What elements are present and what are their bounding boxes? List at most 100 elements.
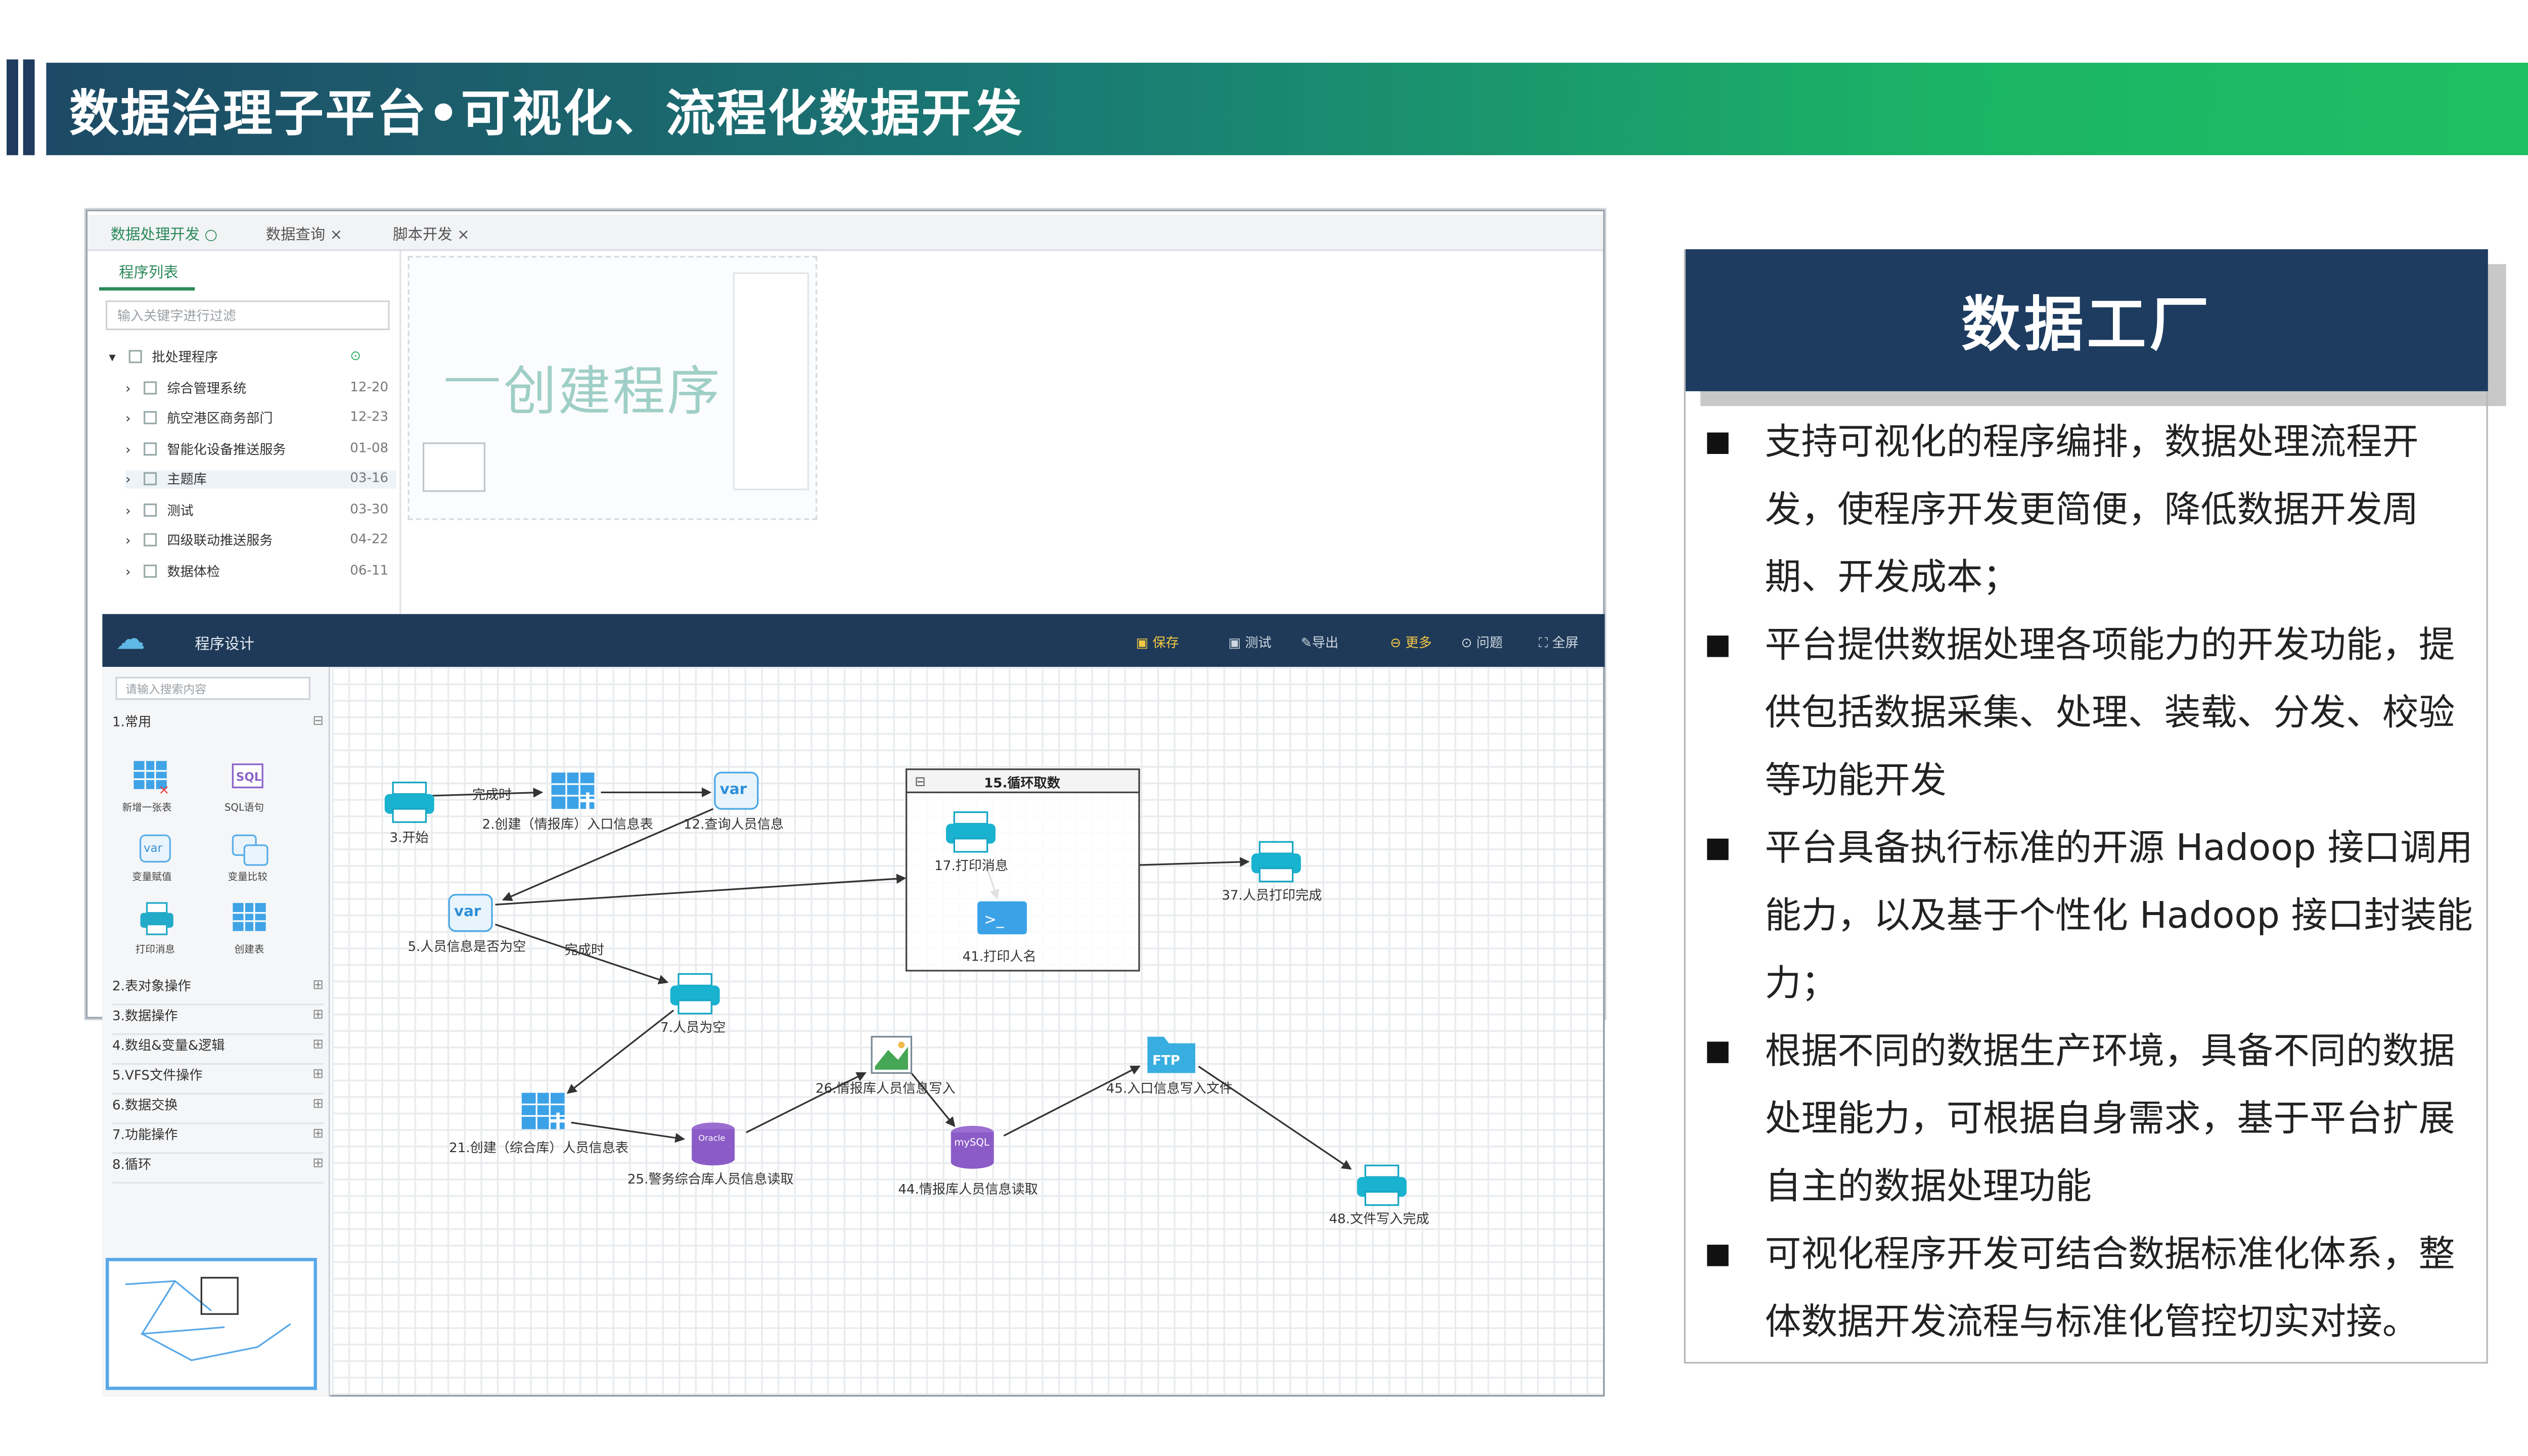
svg-text:SQL: SQL — [236, 770, 261, 784]
flow-edge — [502, 808, 714, 901]
mysql-db-icon[interactable]: mySQL — [951, 1125, 994, 1169]
minimap-graph — [125, 1277, 291, 1361]
group-loop[interactable]: 8.循环⊞ — [112, 1156, 324, 1184]
collapse-icon[interactable]: ⊟ — [915, 774, 926, 789]
compare-icon[interactable] — [231, 832, 270, 869]
variable-icon[interactable] — [448, 894, 493, 932]
refresh-icon[interactable]: ⊙ — [350, 348, 362, 363]
node-label: 15.循环取数 — [984, 776, 1061, 791]
node-label: 44.情报库人员信息读取 — [898, 1182, 1038, 1197]
node-label: 3.开始 — [390, 830, 429, 845]
create-program-text: 创建程序 — [503, 359, 721, 423]
group-vfs[interactable]: 5.VFS文件操作⊞ — [112, 1066, 324, 1095]
component-search-input[interactable]: 请输入搜索内容 — [115, 676, 310, 700]
node-label: 2.创建（情报库）入口信息表 — [482, 817, 653, 832]
flow-edge — [1003, 1065, 1141, 1136]
list-item: 支持可视化的程序编排，数据处理流程开发，使程序开发更简便，降低数据开发周期、开发… — [1700, 410, 2476, 613]
feature-list: 支持可视化的程序编排，数据处理流程开发，使程序开发更简便，降低数据开发周期、开发… — [1700, 410, 2476, 1357]
group-common[interactable]: 1.常用⊟ — [112, 713, 324, 730]
printer-icon[interactable] — [1356, 1164, 1408, 1206]
group-function[interactable]: 7.功能操作⊞ — [112, 1126, 324, 1154]
printer-icon[interactable] — [669, 973, 721, 1015]
bullet-square-icon — [1707, 1245, 1729, 1266]
canvas-minimap — [422, 442, 485, 492]
group-exchange[interactable]: 6.数据交换⊞ — [112, 1096, 324, 1124]
group-array-logic[interactable]: 4.数组&变量&逻辑⊞ — [112, 1037, 324, 1065]
oracle-db-icon[interactable]: Oracle — [692, 1122, 735, 1166]
group-data-ops[interactable]: 3.数据操作⊞ — [112, 1007, 324, 1035]
designer-minimap[interactable] — [105, 1258, 317, 1390]
page-title: 数据治理子平台•可视化、流程化数据开发 — [69, 85, 1024, 144]
flow-edge — [495, 924, 669, 984]
palette-label: 新增一张表 — [122, 802, 172, 814]
node-label: 25.警务综合库人员信息读取 — [627, 1172, 794, 1187]
palette-label: 变量比较 — [228, 872, 268, 883]
list-item: 可视化程序开发可结合数据标准化体系，整体数据开发流程与标准化管控切实对接。 — [1700, 1221, 2476, 1357]
table-icon[interactable]: × — [132, 759, 171, 796]
list-item: 根据不同的数据生产环境，具备不同的数据处理能力，可根据自身需求，基于平台扩展自主… — [1700, 1019, 2476, 1222]
node-label: 45.入口信息写入文件 — [1106, 1081, 1233, 1097]
header-accent-bar — [7, 59, 18, 155]
palette-label: 创建表 — [234, 944, 264, 956]
question-button[interactable]: ⊙ 问题 — [1461, 635, 1503, 651]
node-label: 12.查询人员信息 — [684, 817, 784, 832]
flow-edge — [566, 1010, 674, 1094]
printer-icon[interactable] — [384, 782, 435, 823]
tree-root[interactable]: ▾批处理程序⊙ — [109, 348, 362, 365]
flow-edge — [571, 1121, 686, 1143]
fullscreen-button[interactable]: ⛶ 全屏 — [1539, 635, 1579, 651]
sql-icon[interactable]: SQL — [231, 759, 270, 796]
printer-icon[interactable] — [1250, 841, 1302, 883]
save-button[interactable]: ▣ 保存 — [1136, 635, 1179, 651]
printer-icon[interactable] — [945, 811, 997, 853]
node-label: 21.创建（综合库）人员信息表 — [449, 1141, 628, 1156]
loop-container[interactable] — [906, 768, 1140, 972]
node-label: 7.人员为空 — [660, 1020, 726, 1035]
designer-toolbar — [102, 614, 1605, 667]
designer-title: 程序设计 — [195, 637, 254, 654]
node-label: 5.人员信息是否为空 — [408, 939, 526, 954]
svg-text:FTP: FTP — [1152, 1053, 1180, 1068]
bullet-square-icon — [1707, 635, 1729, 657]
flow-edge — [911, 1072, 956, 1127]
tab-script-dev[interactable]: 脚本开发 × — [393, 228, 470, 245]
loop-header — [906, 768, 1140, 793]
connector-line — [445, 378, 499, 382]
node-label: 37.人员打印完成 — [1222, 888, 1322, 903]
tab-data-processing[interactable]: 数据处理开发 ○ — [110, 228, 218, 245]
flow-canvas[interactable] — [332, 667, 1603, 1395]
program-search-input[interactable]: 输入关键字进行过滤 — [105, 300, 390, 331]
group-table-ops[interactable]: 2.表对象操作⊞ — [112, 977, 324, 1006]
table-icon[interactable] — [522, 1093, 566, 1129]
variable-icon[interactable] — [714, 771, 759, 810]
node-label: 41.打印人名 — [963, 949, 1036, 964]
ftp-icon[interactable]: FTP — [1147, 1036, 1196, 1073]
program-list-heading: 程序列表 — [99, 261, 195, 291]
flow-edge — [746, 1072, 867, 1133]
header-accent-bar — [23, 59, 35, 155]
variable-icon[interactable]: var — [139, 832, 178, 869]
palette-label: 打印消息 — [135, 944, 175, 956]
tab-data-query[interactable]: 数据查询 × — [265, 228, 343, 245]
more-button[interactable]: ⊖ 更多 — [1390, 635, 1432, 651]
header-banner — [46, 63, 2528, 155]
image-write-icon[interactable] — [871, 1035, 913, 1074]
create-table-icon[interactable] — [231, 901, 270, 938]
terminal-icon[interactable]: >_ — [977, 901, 1027, 935]
tab-bar: 数据处理开发 ○ 数据查询 × 脚本开发 × — [87, 214, 1603, 251]
node-label: 48.文件写入完成 — [1329, 1212, 1429, 1227]
printer-icon[interactable] — [139, 901, 178, 938]
test-button[interactable]: ▣ 测试 — [1228, 635, 1272, 651]
table-icon[interactable] — [552, 772, 596, 809]
export-button[interactable]: ✎导出 — [1301, 635, 1339, 651]
palette-label: SQL语句 — [224, 802, 264, 814]
panel-title: 数据工厂 — [1685, 249, 2488, 391]
